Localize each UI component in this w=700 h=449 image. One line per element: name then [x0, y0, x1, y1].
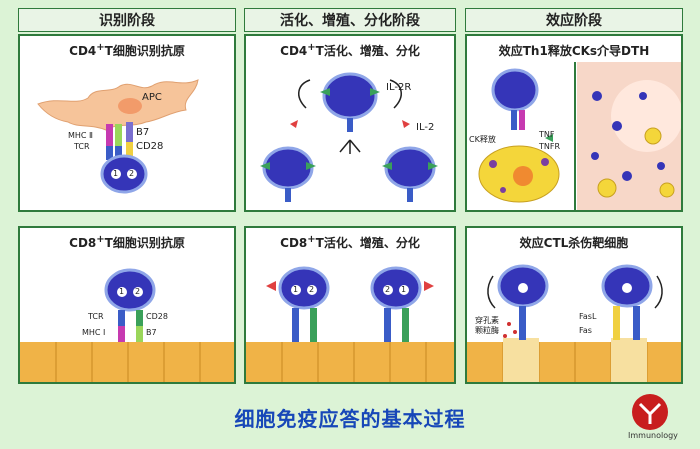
- panel-cd4-activation: CD4+T活化、增殖、分化 IL-2R IL-2: [244, 34, 456, 212]
- arrow-left: [298, 79, 311, 109]
- il2-label: IL-2: [416, 122, 435, 133]
- mhc-label: MHC Ⅰ: [82, 328, 106, 337]
- phase-activation: 活化、增殖、分化阶段: [244, 8, 456, 32]
- b7-label: B7: [136, 127, 150, 138]
- panel-title: 效应CTL杀伤靶细胞: [519, 236, 629, 250]
- logo-text: Immunology: [628, 431, 678, 440]
- epithelium: [20, 342, 234, 382]
- panel-title: CD4+T活化、增殖、分化: [280, 42, 420, 58]
- panel-th1-dth: 效应Th1释放CKs介导DTH CK释放 TNF TNFR: [465, 34, 683, 212]
- cd4-activation-illustration: [260, 72, 438, 202]
- apc-cell: [37, 79, 199, 131]
- b7-label: B7: [146, 328, 157, 337]
- tnf-label: TNF: [539, 130, 555, 139]
- epithelium: [246, 342, 454, 382]
- signal1-left-label: 1: [293, 285, 299, 294]
- t-cell: [100, 154, 148, 194]
- phase-recognition: 识别阶段: [18, 8, 236, 32]
- tcr-label: TCR: [74, 142, 90, 151]
- panel-cd4-recognition: CD4+T细胞识别抗原 APC MHC Ⅱ TCR B7 CD28 1 2: [18, 34, 236, 212]
- apc-label: APC: [142, 92, 162, 103]
- fas-label: Fas: [579, 326, 592, 335]
- cd8-recognition-illustration: [20, 268, 234, 382]
- t-cell-right: [370, 266, 422, 310]
- signal1-label: 1: [113, 169, 119, 178]
- panel-title: CD8+T细胞识别抗原: [69, 234, 185, 250]
- fasl-label: FasL: [579, 312, 597, 321]
- cd4-recognition-illustration: [37, 79, 199, 194]
- ck-release-label: CK释放: [469, 135, 496, 144]
- signal2-left-label: 2: [309, 285, 315, 294]
- panel-ctl-killing: 效应CTL杀伤靶细胞 穿孔素颗粒酶 FasL Fas: [465, 226, 683, 384]
- signal2-right-label: 2: [385, 285, 391, 294]
- cd28-label: CD28: [146, 312, 168, 321]
- t-cell-left: [278, 266, 330, 310]
- panel-cd8-activation: CD8+T活化、增殖、分化 1 2 2 1: [244, 226, 456, 384]
- arrow-right: [389, 79, 402, 109]
- panel-cd8-recognition: CD8+T细胞识别抗原 TCR CD28 MHC Ⅰ B7 1 2: [18, 226, 236, 384]
- ctl-killing-illustration: [467, 264, 681, 382]
- tnfr-label: TNFR: [539, 142, 561, 151]
- cd28-label: CD28: [136, 141, 164, 152]
- tcr-label: TCR: [88, 312, 104, 321]
- panel-title: CD8+T活化、增殖、分化: [280, 234, 420, 250]
- signal1-label: 1: [119, 287, 125, 296]
- panel-title: 效应Th1释放CKs介导DTH: [498, 44, 650, 58]
- signal2-label: 2: [135, 287, 141, 296]
- panel-title: CD4+T细胞识别抗原: [69, 42, 185, 58]
- apc-nucleus: [118, 98, 142, 114]
- phase-effector: 效应阶段: [465, 8, 683, 32]
- figure-caption: 细胞免疫应答的基本过程: [234, 407, 466, 431]
- epithelium: [467, 338, 681, 382]
- perforin-label: 穿孔素颗粒酶: [475, 316, 499, 335]
- signal2-label: 2: [129, 169, 135, 178]
- signal1-right-label: 1: [401, 285, 407, 294]
- mhc-label: MHC Ⅱ: [68, 131, 93, 140]
- il2r-label: IL-2R: [386, 82, 412, 93]
- th1-dth-illustration: [478, 62, 681, 210]
- cd8-activation-illustration: [246, 266, 454, 382]
- t-cell: [104, 268, 156, 312]
